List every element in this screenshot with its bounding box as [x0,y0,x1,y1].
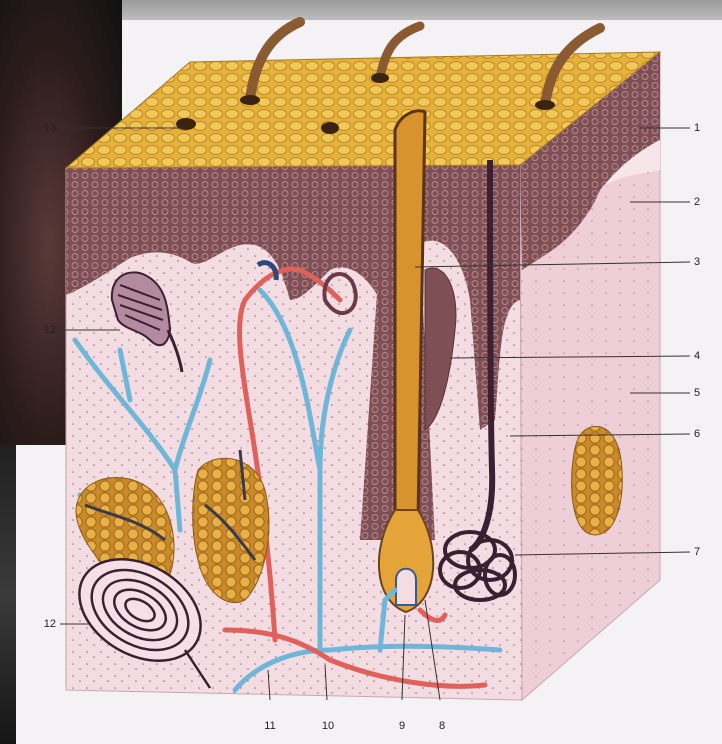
cube-side-face [520,52,660,700]
hair-shaft [395,111,425,520]
callout-1: 1 [694,122,700,134]
callout-2: 2 [694,196,700,208]
callout-6: 6 [694,428,700,440]
callout-10: 10 [318,720,338,732]
callout-9: 9 [392,720,412,732]
callout-12-top: 12 [16,324,56,336]
callout-8: 8 [432,720,452,732]
callout-13: 13 [16,122,56,134]
callout-11: 11 [260,720,280,732]
hair-papilla [396,569,416,605]
callout-4: 4 [694,350,700,362]
pore-2 [321,122,339,134]
callout-7: 7 [694,546,700,558]
callout-12-bottom: 12 [16,618,56,630]
callout-5: 5 [694,387,700,399]
callout-3: 3 [694,256,700,268]
